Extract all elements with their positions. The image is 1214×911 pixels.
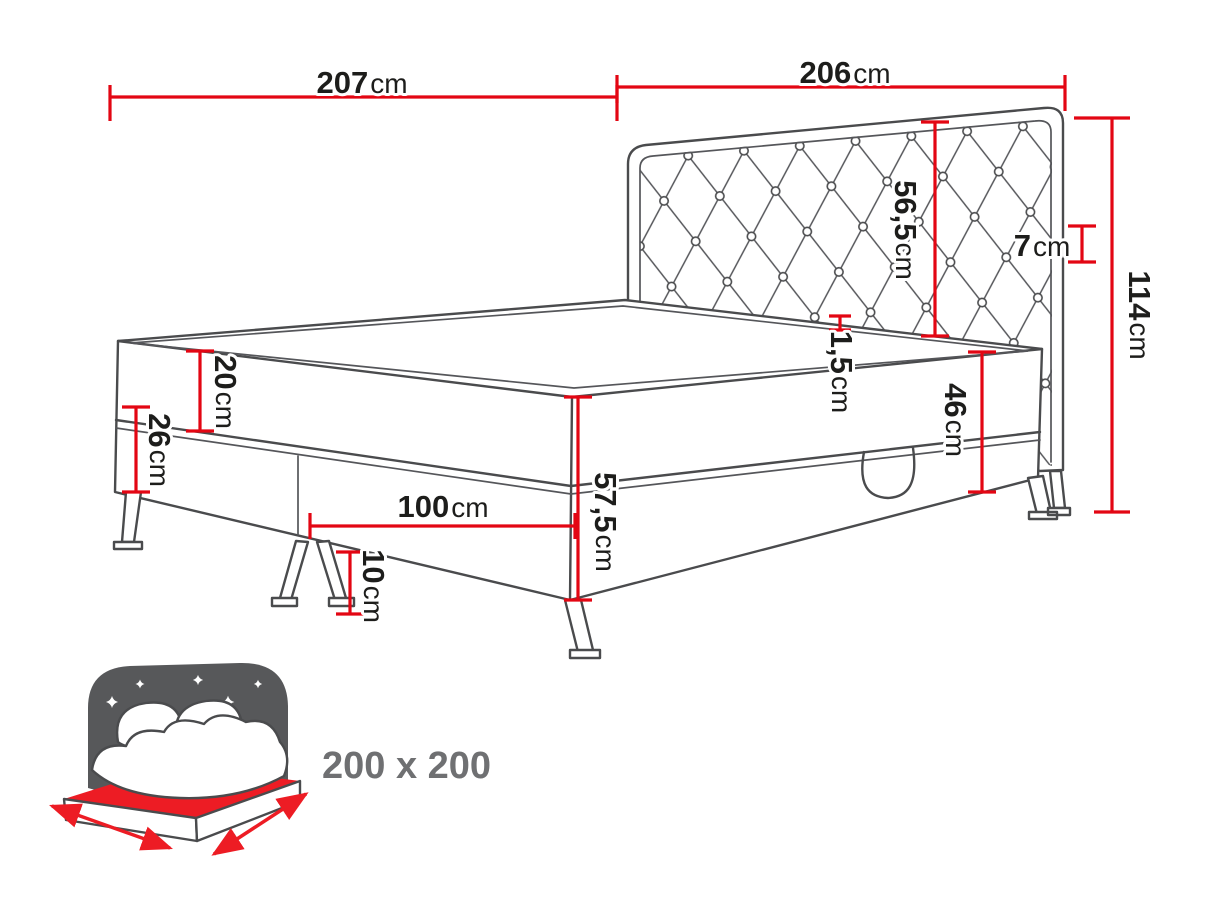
base-top-seam [115, 427, 1041, 495]
dim-label: 207cm [316, 65, 407, 100]
dim-line [615, 75, 1067, 111]
dim-line [829, 314, 851, 332]
dim-label: 56,5cm [889, 180, 924, 280]
dim-label: 26cm [143, 413, 178, 487]
dim-label: 7cm [1014, 228, 1071, 263]
dim-line [122, 405, 150, 494]
dim-headboard-width: 206cm [615, 52, 1067, 111]
depth-arrow [211, 792, 309, 856]
leg [315, 539, 348, 602]
dim-leg-height: 10cm [336, 546, 395, 626]
dim-line [564, 395, 592, 602]
dim-label: 1,5cm [825, 331, 860, 413]
dim-line [921, 120, 949, 338]
leg [278, 539, 310, 602]
icon-duvet [90, 714, 289, 800]
front-corner-edge [568, 395, 574, 602]
dim-line [1068, 224, 1096, 264]
storage-handle [861, 446, 916, 500]
dim-label: 114cm [1123, 270, 1158, 359]
dim-front-height: 57,5cm [564, 395, 627, 602]
dim-headboard-height: 56,5cm [886, 120, 949, 338]
mattress-piping [130, 305, 1029, 389]
mattress-base-seam [114, 418, 1042, 488]
headboard-piping [639, 119, 1052, 463]
dim-topper-height: 1,5cm [822, 314, 863, 416]
width-arrow [49, 803, 173, 851]
dim-label: 20cm [209, 355, 244, 429]
dim-label: 46cm [939, 383, 974, 457]
dim-base-height: 26cm [122, 405, 181, 494]
dim-side-height: 46cm [936, 350, 996, 494]
dim-label: 10cm [357, 549, 392, 623]
bed-size-icon [49, 662, 309, 856]
leg [1048, 469, 1067, 510]
dim-total-height: 114cm [1074, 116, 1161, 514]
dim-half-length: 100cm [308, 486, 577, 539]
dim-line [968, 350, 996, 494]
leg-feet [112, 506, 1072, 660]
dim-label: 100cm [397, 489, 488, 524]
dim-label: 206cm [799, 55, 890, 90]
dim-mattress-height: 20cm [186, 349, 247, 433]
leg [563, 598, 595, 654]
bed-size-label: 200 x 200 [322, 745, 491, 787]
dim-line [308, 513, 577, 539]
leg [120, 490, 143, 544]
dim-line [336, 550, 364, 616]
dim-headboard-depth: 7cm [1011, 224, 1096, 266]
dim-top-width: 207cm [108, 62, 619, 121]
dim-line [186, 349, 214, 433]
dim-line [1074, 116, 1130, 514]
dim-label: 57,5cm [589, 472, 624, 572]
